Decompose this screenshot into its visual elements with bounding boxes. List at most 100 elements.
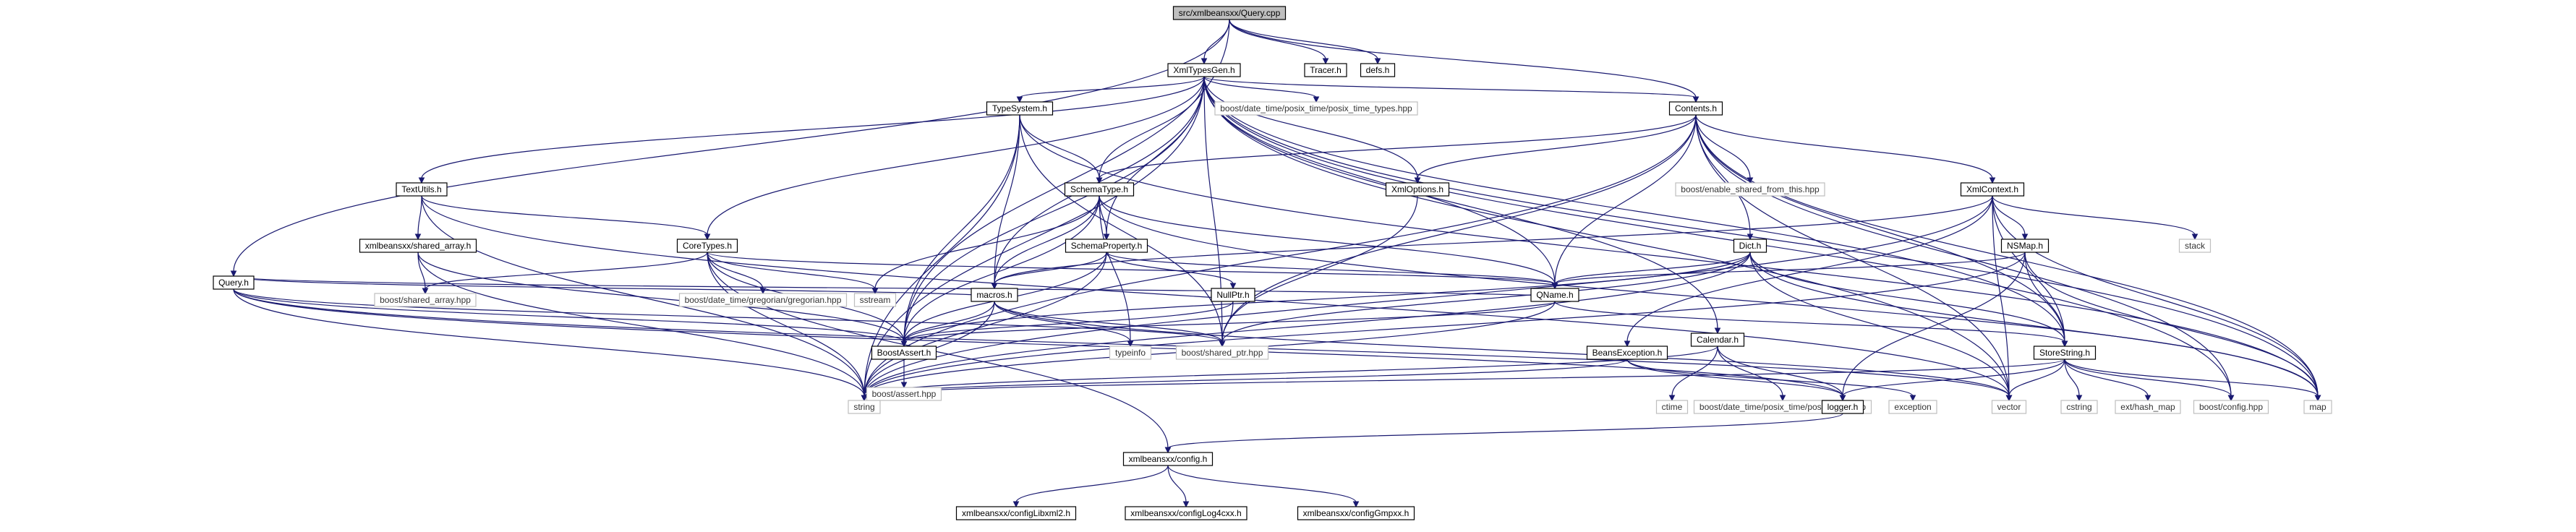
node-cstring: cstring (2060, 400, 2098, 414)
arrowhead-icon (871, 288, 879, 295)
node-label: exception (1894, 402, 1931, 412)
node-config-h[interactable]: xmlbeansxx/config.h (1122, 452, 1214, 466)
edge-xmltypesgen-to-posix_time_types (1203, 76, 1317, 98)
node-calendar[interactable]: Calendar.h (1690, 332, 1745, 347)
node-label: boost/assert.hpp (872, 389, 937, 399)
node-box (1655, 400, 1689, 414)
edge-dict-to-qname (1554, 252, 1751, 285)
node-label: TypeSystem.h (992, 103, 1047, 113)
node-xmlcontext[interactable]: XmlContext.h (1960, 182, 2025, 197)
edge-storestring-to-string (863, 359, 2065, 397)
arrowhead-icon (414, 233, 422, 241)
node-nullptr[interactable]: NullPtr.h (1211, 288, 1255, 302)
node-box (1360, 63, 1396, 77)
node-label: stack (2185, 241, 2206, 251)
node-hash-map: ext/hash_map (2115, 400, 2181, 414)
node-box (1175, 346, 1269, 360)
node-box (866, 387, 942, 401)
edge-coretypes-to-gregorian (707, 252, 764, 290)
edge-typesystem-to-schematype (1019, 114, 1100, 179)
edge-xmloptions-to-shared_ptr (1221, 195, 1418, 343)
edge-schematype-to-macros (994, 195, 1100, 285)
node-box (1167, 63, 1241, 77)
node-schemaproperty[interactable]: SchemaProperty.h (1065, 239, 1148, 253)
node-box (1733, 239, 1767, 253)
arrowhead-icon (1624, 340, 1631, 348)
node-contents[interactable]: Contents.h (1668, 101, 1723, 116)
node-box (1304, 63, 1347, 77)
node-box (853, 293, 897, 307)
edge-contents-to-xmloptions (1417, 114, 1697, 179)
node-label: boost/date_time/gregorian/gregorian.hpp (685, 295, 842, 305)
node-defs[interactable]: defs.h (1360, 63, 1396, 77)
node-typesystem[interactable]: TypeSystem.h (986, 101, 1054, 116)
node-logger[interactable]: logger.h (1821, 400, 1864, 414)
node-box (1530, 288, 1579, 302)
node-box (396, 182, 448, 197)
edge-query_cpp-to-query_h (233, 19, 1230, 273)
node-config-libxml2[interactable]: xmlbeansxx/configLibxml2.h (955, 506, 1077, 520)
node-label: xmlbeansxx/configLog4cxx.h (1130, 508, 1241, 518)
node-boostassert-h[interactable]: BoostAssert.h (871, 346, 937, 360)
node-macros[interactable]: macros.h (971, 288, 1018, 302)
node-label: cstring (2066, 402, 2091, 412)
node-posix-time-types: boost/date_time/posix_time/posix_time_ty… (1214, 101, 1418, 116)
arrowhead-icon (1200, 58, 1208, 65)
edge-query_h-to-string (233, 288, 865, 397)
node-storestring[interactable]: StoreString.h (2033, 346, 2097, 360)
node-label: xmlbeansxx/shared_array.h (365, 241, 472, 251)
node-shared-array-h[interactable]: xmlbeansxx/shared_array.h (359, 239, 477, 253)
node-schematype[interactable]: SchemaType.h (1064, 182, 1135, 197)
node-qname[interactable]: QName.h (1530, 288, 1579, 302)
edge-xmlcontext-to-nsmap (1992, 195, 2026, 236)
node-box (1888, 400, 1937, 414)
edge-macros-to-boostassert_h (903, 301, 995, 343)
node-query-h[interactable]: Query.h (213, 275, 255, 290)
node-label: XmlContext.h (1966, 184, 2018, 194)
node-coretypes[interactable]: CoreTypes.h (676, 239, 738, 253)
node-tracer[interactable]: Tracer.h (1304, 63, 1347, 77)
node-box (1297, 506, 1415, 520)
edge-textutils-to-shared_array_h (417, 195, 422, 236)
edge-config_h-to-config_libxml2 (1015, 465, 1169, 503)
node-box (971, 288, 1018, 302)
node-box (1668, 101, 1723, 116)
edge-contents-to-string (863, 114, 1697, 397)
node-label: map (2309, 402, 2326, 412)
node-map: map (2303, 400, 2332, 414)
arrowhead-icon (1839, 395, 1846, 402)
arrowhead-icon (1414, 177, 1421, 184)
node-xmloptions[interactable]: XmlOptions.h (1385, 182, 1450, 197)
arrowhead-icon (1219, 340, 1226, 348)
edge-contents-to-xmlcontext (1695, 114, 1993, 179)
node-box (2193, 400, 2269, 414)
node-label: BeansException.h (1592, 348, 1663, 358)
node-dict[interactable]: Dict.h (1733, 239, 1767, 253)
node-nsmap[interactable]: NSMap.h (2000, 239, 2050, 253)
edge-xmlcontext-to-storestring (1992, 195, 2065, 343)
edge-xmltypesgen-to-storestring (1203, 76, 2065, 343)
arrowhead-icon (1313, 96, 1320, 103)
edge-storestring-to-cstring (2064, 359, 2080, 397)
node-config-log4cxx[interactable]: xmlbeansxx/configLog4cxx.h (1125, 506, 1248, 520)
edge-coretypes-to-sstream (707, 252, 876, 290)
node-box (1586, 346, 1668, 360)
node-box (2033, 346, 2097, 360)
arrowhead-icon (1229, 283, 1237, 290)
edge-contents-to-enable_shared (1695, 114, 1751, 179)
edge-query_h-to-logger (233, 288, 1843, 397)
edge-xmltypesgen-to-typesystem (1019, 76, 1205, 98)
edge-schemaproperty-to-string (863, 252, 1107, 397)
node-textutils[interactable]: TextUtils.h (396, 182, 448, 197)
node-beansexception[interactable]: BeansException.h (1586, 346, 1668, 360)
node-box (1211, 288, 1255, 302)
node-box (2178, 239, 2212, 253)
node-config-gmpxx[interactable]: xmlbeansxx/configGmpxx.h (1297, 506, 1415, 520)
edge-xmltypesgen-to-vector (1203, 76, 2010, 397)
node-box (1065, 239, 1148, 253)
edge-schematype-to-map (1099, 195, 2319, 397)
node-xmltypesgen[interactable]: XmlTypesGen.h (1167, 63, 1241, 77)
edge-query_h-to-boostassert_h (233, 288, 905, 343)
edge-dict-to-shared_ptr (1221, 252, 1751, 343)
edge-typesystem-to-map (1019, 114, 2319, 397)
